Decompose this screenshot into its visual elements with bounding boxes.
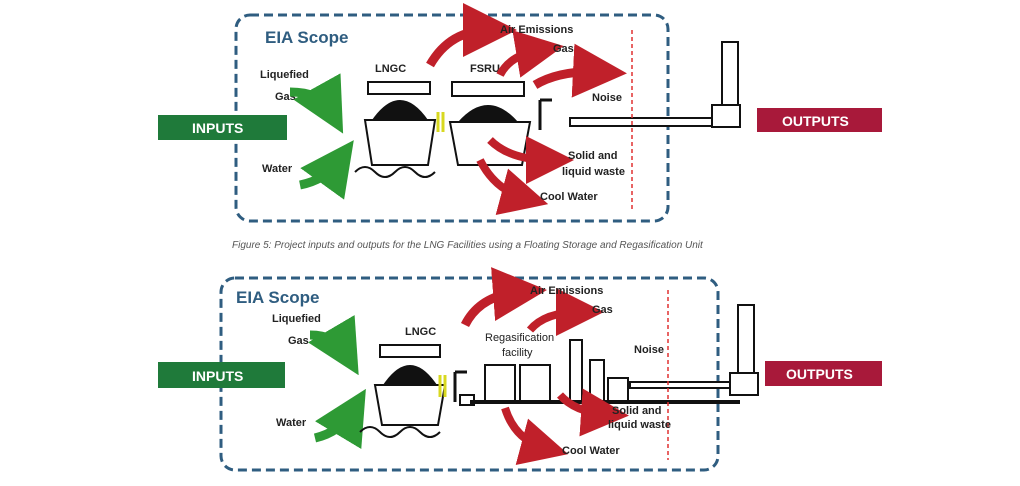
water-label: Water [262, 163, 293, 175]
noise-label: Noise [592, 92, 622, 104]
cool-water-arrow [501, 406, 569, 465]
outputs-box [765, 361, 882, 386]
lngc-ship-icon [354, 81, 437, 178]
inputs-box [158, 115, 287, 140]
gas-input-arrow [289, 73, 344, 134]
air-emissions-arrow [426, 3, 517, 68]
solid-waste-label-2: liquid waste [562, 166, 625, 178]
water-label: Water [276, 417, 307, 429]
outputs-label: OUTPUTS [782, 113, 849, 129]
gas-input-arrow [308, 315, 359, 376]
solid-waste-label-2: liquid waste [608, 419, 671, 431]
cool-water-label: Cool Water [562, 445, 620, 457]
solid-waste-label-1: Solid and [568, 150, 618, 162]
solid-waste-label-1: Solid and [612, 405, 662, 417]
air-emissions-arrow [460, 267, 547, 328]
water-input-arrow [313, 388, 366, 450]
outputs-label: OUTPUTS [786, 366, 853, 382]
noise-label: Noise [634, 344, 664, 356]
solid-waste-arrow [557, 388, 629, 437]
gas-output-label: Gas [553, 43, 574, 55]
liquefied-label: Liquefied [272, 313, 321, 325]
noise-arrow [532, 43, 627, 98]
gas-output-label: Gas [592, 304, 613, 316]
inputs-label: INPUTS [192, 120, 243, 136]
figure-5: EIA Scope INPUTS OUTPUTS Liquefied Gas W… [158, 3, 882, 251]
fsru-label: FSRU [470, 63, 500, 75]
outputs-box [757, 108, 882, 132]
air-emissions-label: Air Emissions [500, 24, 573, 36]
solid-waste-arrow [487, 135, 574, 184]
eia-scope-label: EIA Scope [265, 28, 348, 47]
lngc-ship-icon [359, 344, 447, 438]
regasification-facility-icon [453, 304, 759, 406]
cool-water-label: Cool Water [540, 191, 598, 203]
air-emissions-label: Air Emissions [530, 285, 603, 297]
regasification-label-1: Regasification [485, 332, 554, 344]
gas-input-label: Gas [288, 335, 309, 347]
lngc-label: LNGC [405, 326, 436, 338]
eia-scope-label: EIA Scope [236, 288, 319, 307]
water-input-arrow [298, 140, 354, 200]
gas-output-arrow [496, 30, 564, 78]
lngc-label: LNGC [375, 63, 406, 75]
figure-6: EIA Scope INPUTS OUTPUTS Liquefied Gas W… [158, 267, 882, 472]
inputs-label: INPUTS [192, 368, 243, 384]
figure-caption: Figure 5: Project inputs and outputs for… [232, 240, 704, 251]
gas-output-arrow [526, 288, 604, 337]
pipeline-icon [538, 41, 741, 130]
regasification-label-2: facility [502, 347, 533, 359]
cool-water-arrow [476, 158, 549, 215]
liquefied-label: Liquefied [260, 69, 309, 81]
inputs-box [158, 362, 285, 388]
